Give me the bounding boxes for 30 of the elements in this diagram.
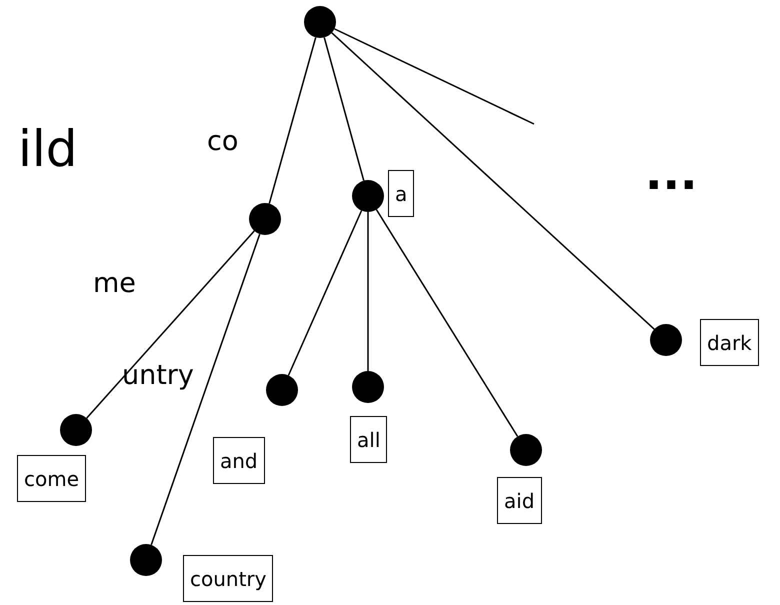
tree-edge [288, 210, 362, 376]
node-dot [130, 544, 162, 576]
tree-edge [86, 230, 255, 419]
node-dot [650, 324, 682, 356]
word-label: country [183, 555, 274, 602]
edge-label: me [93, 270, 136, 297]
tree-edge [376, 209, 518, 437]
edge-label: co [207, 128, 238, 155]
node-dot [304, 6, 336, 38]
tree-edge [150, 234, 260, 546]
node-dot [510, 434, 542, 466]
text-label: ild [18, 124, 78, 174]
text-label: ... [645, 150, 698, 196]
word-label: aid [497, 477, 542, 524]
word-label: all [350, 416, 388, 463]
word-label: come [17, 455, 86, 502]
tree-edge [324, 37, 364, 181]
edge-label: untry [122, 362, 194, 389]
tree-edge [331, 32, 655, 330]
node-dot [352, 371, 384, 403]
word-label: a [388, 170, 414, 217]
node-dot [266, 374, 298, 406]
word-label: dark [700, 319, 759, 366]
tree-edge [334, 28, 534, 125]
node-dot [60, 414, 92, 446]
tree-edge [367, 212, 369, 371]
tree-edge [268, 37, 316, 204]
node-dot [249, 203, 281, 235]
node-dot [352, 180, 384, 212]
word-label: and [213, 437, 265, 484]
